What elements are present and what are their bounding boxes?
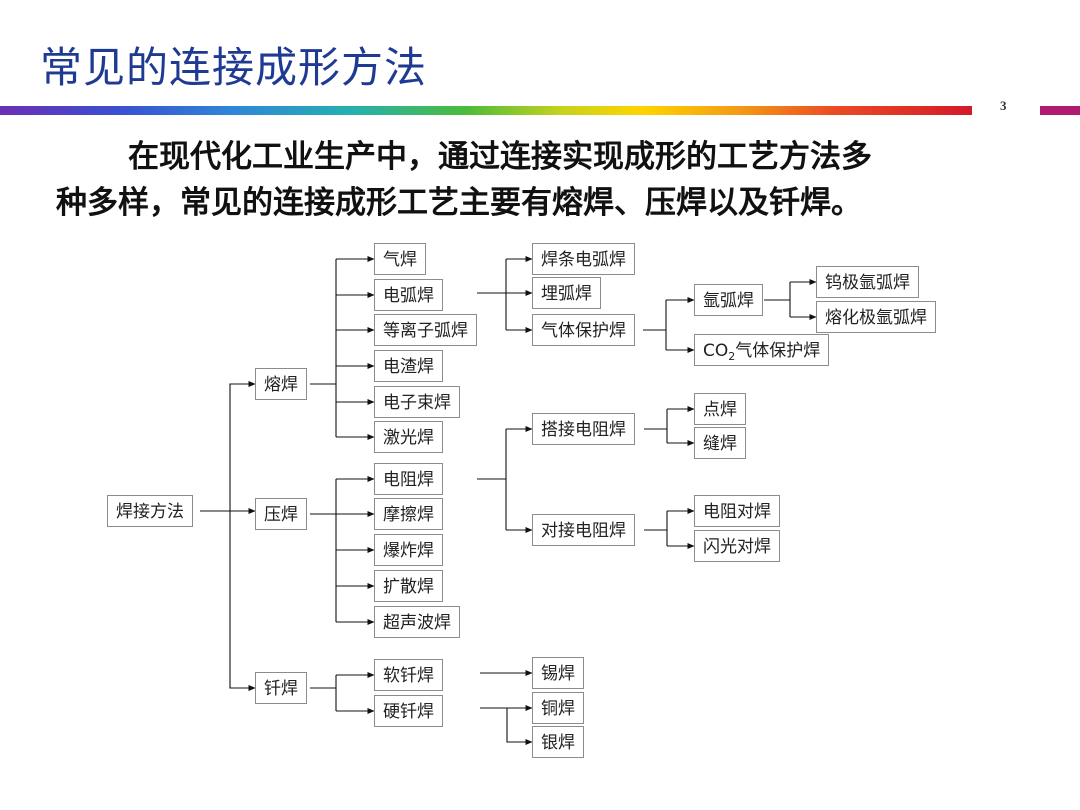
node-gas-shielded-welding: 气体保护焊 [532, 314, 635, 346]
connector-lap-trunk [644, 409, 668, 443]
intro-line-1: 在现代化工业生产中，通过连接实现成形的工艺方法多 [128, 139, 872, 175]
connector-argon-trunk [764, 282, 791, 317]
node-hard-brazing: 硬钎焊 [374, 695, 443, 727]
accent-bar [1040, 106, 1080, 115]
connector-gas-trunk [643, 300, 667, 350]
node-submerged-arc-welding: 埋弧焊 [532, 277, 601, 309]
connector-hard-to-silver [506, 708, 533, 745]
node-manual-arc-welding: 焊条电弧焊 [532, 243, 635, 275]
node-soft-soldering: 软钎焊 [374, 659, 443, 691]
node-co2-welding: CO2气体保护焊 [694, 334, 830, 366]
node-copper-brazing: 铜焊 [532, 692, 584, 724]
node-gas-welding: 气焊 [374, 243, 426, 275]
co2-subscript: 2 [728, 350, 736, 363]
title-underline-bar [0, 106, 972, 115]
node-resistance-butt-welding: 电阻对焊 [694, 495, 780, 527]
node-plasma-arc-welding: 等离子弧焊 [374, 314, 477, 346]
node-explosion-welding: 爆炸焊 [374, 534, 443, 566]
node-brazing: 钎焊 [255, 672, 307, 704]
connector-root-fusion [200, 381, 256, 512]
connector-fusion-trunk [310, 259, 337, 437]
node-flash-butt-welding: 闪光对焊 [694, 530, 780, 562]
node-argon-arc-welding: 氩弧焊 [694, 284, 763, 316]
node-lap-resistance-welding: 搭接电阻焊 [532, 413, 635, 445]
intro-line-2: 种多样，常见的连接成形工艺主要有熔焊、压焊以及钎焊。 [56, 185, 862, 221]
intro-paragraph: 在现代化工业生产中，通过连接实现成形的工艺方法多 种多样，常见的连接成形工艺主要… [56, 134, 1016, 226]
node-electroslag-welding: 电渣焊 [374, 350, 443, 382]
connector-resistance-trunk [477, 429, 507, 530]
node-pressure-welding: 压焊 [255, 498, 307, 530]
node-silver-brazing: 银焊 [532, 726, 584, 758]
node-electron-beam-welding: 电子束焊 [374, 386, 460, 418]
node-ultrasonic-welding: 超声波焊 [374, 606, 460, 638]
node-diffusion-welding: 扩散焊 [374, 570, 443, 602]
co2-suffix: 气体保护焊 [735, 341, 821, 361]
connector-root-brazing [229, 511, 256, 691]
node-tin-soldering: 锡焊 [532, 657, 584, 689]
node-mig-argon-welding: 熔化极氩弧焊 [816, 301, 936, 333]
node-butt-resistance-welding: 对接电阻焊 [532, 514, 635, 546]
connector-brazing-trunk [310, 675, 337, 711]
node-spot-welding: 点焊 [694, 393, 746, 425]
slide-title: 常见的连接成形方法 [40, 43, 428, 92]
node-seam-welding: 缝焊 [694, 427, 746, 459]
node-friction-welding: 摩擦焊 [374, 498, 443, 530]
node-welding-methods: 焊接方法 [107, 495, 193, 527]
node-tungsten-argon-welding: 钨极氩弧焊 [816, 266, 919, 298]
connector-pressure-trunk [310, 479, 337, 622]
node-fusion-welding: 熔焊 [255, 368, 307, 400]
node-resistance-welding: 电阻焊 [374, 463, 443, 495]
connector-arc-trunk [477, 259, 507, 330]
co2-prefix: CO [703, 341, 729, 361]
page-number: 3 [1000, 98, 1007, 113]
node-laser-welding: 激光焊 [374, 421, 443, 453]
node-arc-welding: 电弧焊 [374, 279, 443, 311]
connector-butt-trunk [644, 511, 668, 546]
